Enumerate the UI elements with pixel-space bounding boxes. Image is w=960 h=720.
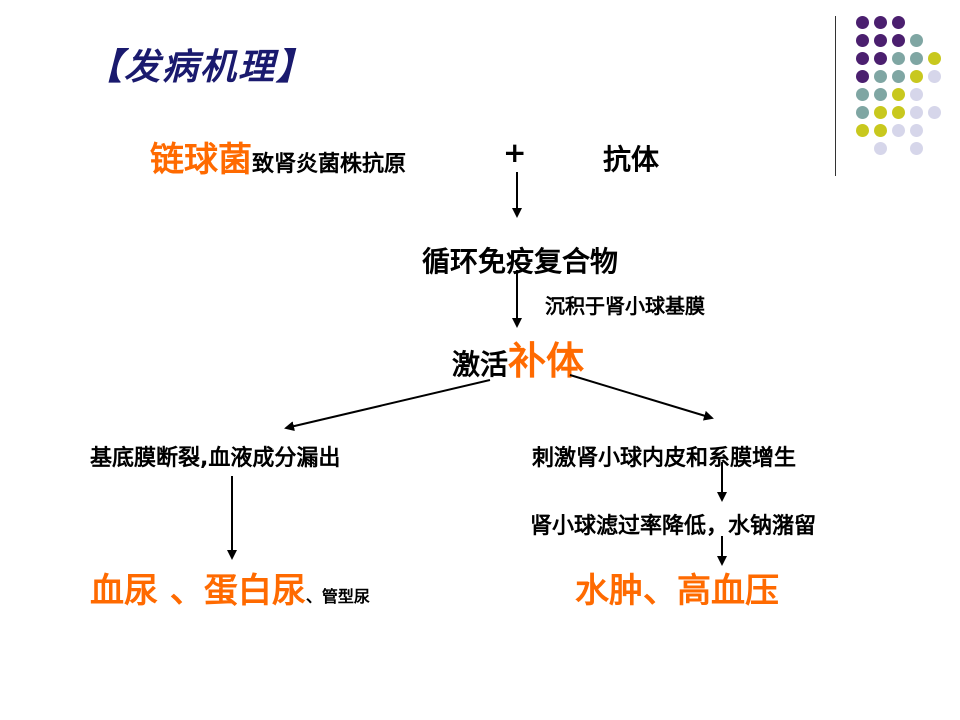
immune-complex-label: 循环免疫复合物 (422, 245, 619, 278)
decorative-dot (874, 70, 887, 83)
decorative-dot (892, 106, 905, 119)
decorative-dot (874, 124, 887, 137)
decorative-dot (874, 106, 887, 119)
antigen-row: 链球菌致肾炎菌株抗原 (150, 132, 406, 181)
decorative-dot (910, 52, 923, 65)
decorative-dot (892, 88, 905, 101)
arrow-to-left-branch (284, 379, 491, 432)
deposit-label: 沉积于肾小球基膜 (545, 294, 705, 318)
arrow-to-right-branch (569, 374, 714, 421)
decorative-dot (874, 16, 887, 29)
decorative-dot (856, 88, 869, 101)
decorative-dot (874, 52, 887, 65)
edema-hypertension-label: 水肿、高血压 (575, 571, 779, 611)
decorative-dot (874, 34, 887, 47)
decorative-dot (856, 124, 869, 137)
plus-sign: + (503, 136, 527, 169)
antibody-label: 抗体 (603, 143, 660, 176)
decorative-dot (856, 106, 869, 119)
decorative-dot (928, 106, 941, 119)
divider-line (835, 16, 836, 176)
page-title: 【发病机理】 (86, 46, 315, 88)
proliferation-label: 刺激肾小球内皮和系膜增生 (532, 446, 797, 471)
decorative-dot (856, 34, 869, 47)
decorative-dot (856, 52, 869, 65)
activate-label: 激活 (452, 348, 509, 381)
left-result-row: 血尿 、蛋白尿、管型尿 (90, 563, 370, 612)
decorative-dot (874, 88, 887, 101)
decorative-dot (910, 70, 923, 83)
decorative-dot (892, 16, 905, 29)
decorative-dot (928, 70, 941, 83)
decorative-dot (910, 88, 923, 101)
hematuria-proteinuria-label: 血尿 、蛋白尿 (90, 571, 306, 611)
decorative-dot (892, 124, 905, 137)
cast-urine-label: 管型尿 (321, 587, 370, 606)
gfr-decrease-label: 肾小球滤过率降低，水钠潴留 (530, 514, 817, 539)
decorative-dot (892, 70, 905, 83)
strain-antigen-label: 致肾炎菌株抗原 (252, 152, 407, 177)
result-separator: 、 (305, 587, 322, 606)
decorative-dot (856, 70, 869, 83)
decorative-dot (892, 52, 905, 65)
decorative-dot (910, 142, 923, 155)
decorative-dot (910, 106, 923, 119)
decorative-dot (928, 52, 941, 65)
decorative-dot (910, 124, 923, 137)
basement-membrane-label: 基底膜断裂,血液成分漏出 (90, 446, 341, 471)
bacteria-label: 链球菌 (150, 140, 252, 180)
decorative-dot (856, 16, 869, 29)
decorative-dot (892, 34, 905, 47)
decorative-dot (910, 34, 923, 47)
decorative-dot (874, 142, 887, 155)
